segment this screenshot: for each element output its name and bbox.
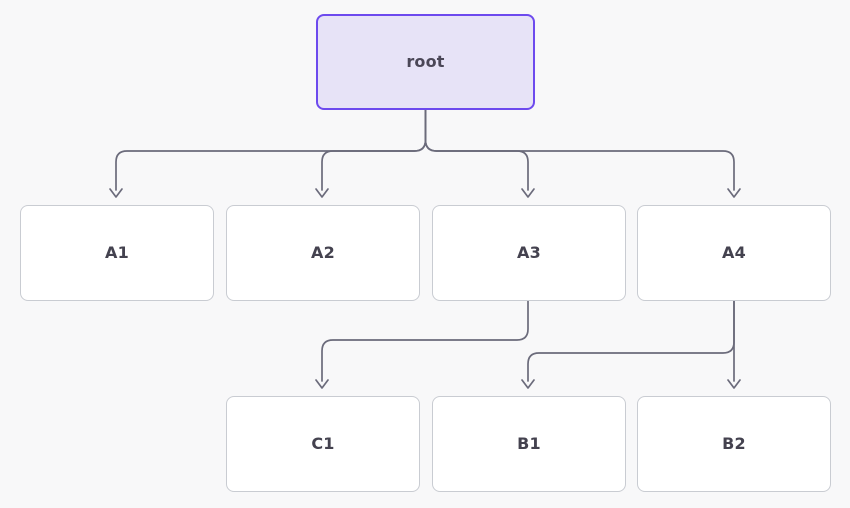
edge-root-to-a3 <box>424 109 529 191</box>
node-b2[interactable]: B2 <box>637 396 831 492</box>
edge-root-to-a1 <box>115 109 427 191</box>
node-a2[interactable]: A2 <box>226 205 420 301</box>
node-root[interactable]: root <box>316 14 535 110</box>
node-c1[interactable]: C1 <box>226 396 420 492</box>
node-label-a3: A3 <box>517 243 541 262</box>
arrow-A1-icon <box>109 188 123 198</box>
arrow-A3-icon <box>521 188 535 198</box>
node-label-c1: C1 <box>311 434 335 453</box>
node-a4[interactable]: A4 <box>637 205 831 301</box>
node-label-b2: B2 <box>722 434 746 453</box>
node-label-a2: A2 <box>311 243 335 262</box>
node-label-a1: A1 <box>105 243 129 262</box>
edge-root-to-a2 <box>321 109 427 191</box>
node-a1[interactable]: A1 <box>20 205 214 301</box>
arrow-B2-icon <box>727 379 741 389</box>
node-label-root: root <box>406 52 445 71</box>
edge-a3-to-c1 <box>321 300 529 382</box>
node-a3[interactable]: A3 <box>432 205 626 301</box>
arrow-B1-icon <box>521 379 535 389</box>
edge-root-to-a4 <box>424 109 735 191</box>
node-label-b1: B1 <box>517 434 541 453</box>
arrow-C1-icon <box>315 379 329 389</box>
node-b1[interactable]: B1 <box>432 396 626 492</box>
edge-a4-to-b1 <box>527 300 735 382</box>
arrow-A4-icon <box>727 188 741 198</box>
node-label-a4: A4 <box>722 243 746 262</box>
arrow-A2-icon <box>315 188 329 198</box>
